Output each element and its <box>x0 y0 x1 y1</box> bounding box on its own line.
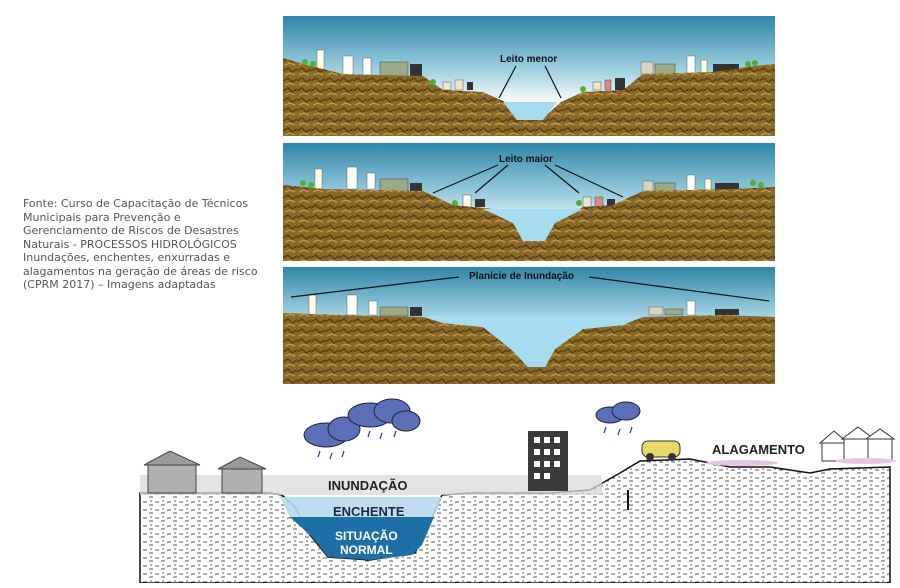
panel-planicie-illustration <box>283 267 775 384</box>
panel-leito-menor-illustration <box>283 16 775 136</box>
leito-maior-label: Leito maior <box>499 154 553 165</box>
panel-leito-menor: Leito menor <box>283 16 775 136</box>
situacao-label: SITUAÇÃO <box>335 529 398 543</box>
leito-menor-label: Leito menor <box>500 54 558 65</box>
planicie-label: Planície de Inundação <box>469 271 575 282</box>
panel-leito-maior-illustration <box>283 143 775 261</box>
source-caption: Fonte: Curso de Capacitação de Técnicos … <box>23 197 258 291</box>
enchente-label: ENCHENTE <box>333 504 405 519</box>
inundacao-label: INUNDAÇÃO <box>328 478 408 493</box>
panel-leito-maior: Leito maior <box>283 143 775 261</box>
alagamento-label: ALAGAMENTO <box>712 442 805 457</box>
panel-planicie: Planície de Inundação <box>283 267 775 384</box>
normal-label: NORMAL <box>340 543 393 557</box>
flood-diagram: INUNDAÇÃO ENCHENTE SITUAÇÃO NORMAL ALAGA… <box>130 395 900 584</box>
flood-diagram-illustration <box>139 398 896 584</box>
